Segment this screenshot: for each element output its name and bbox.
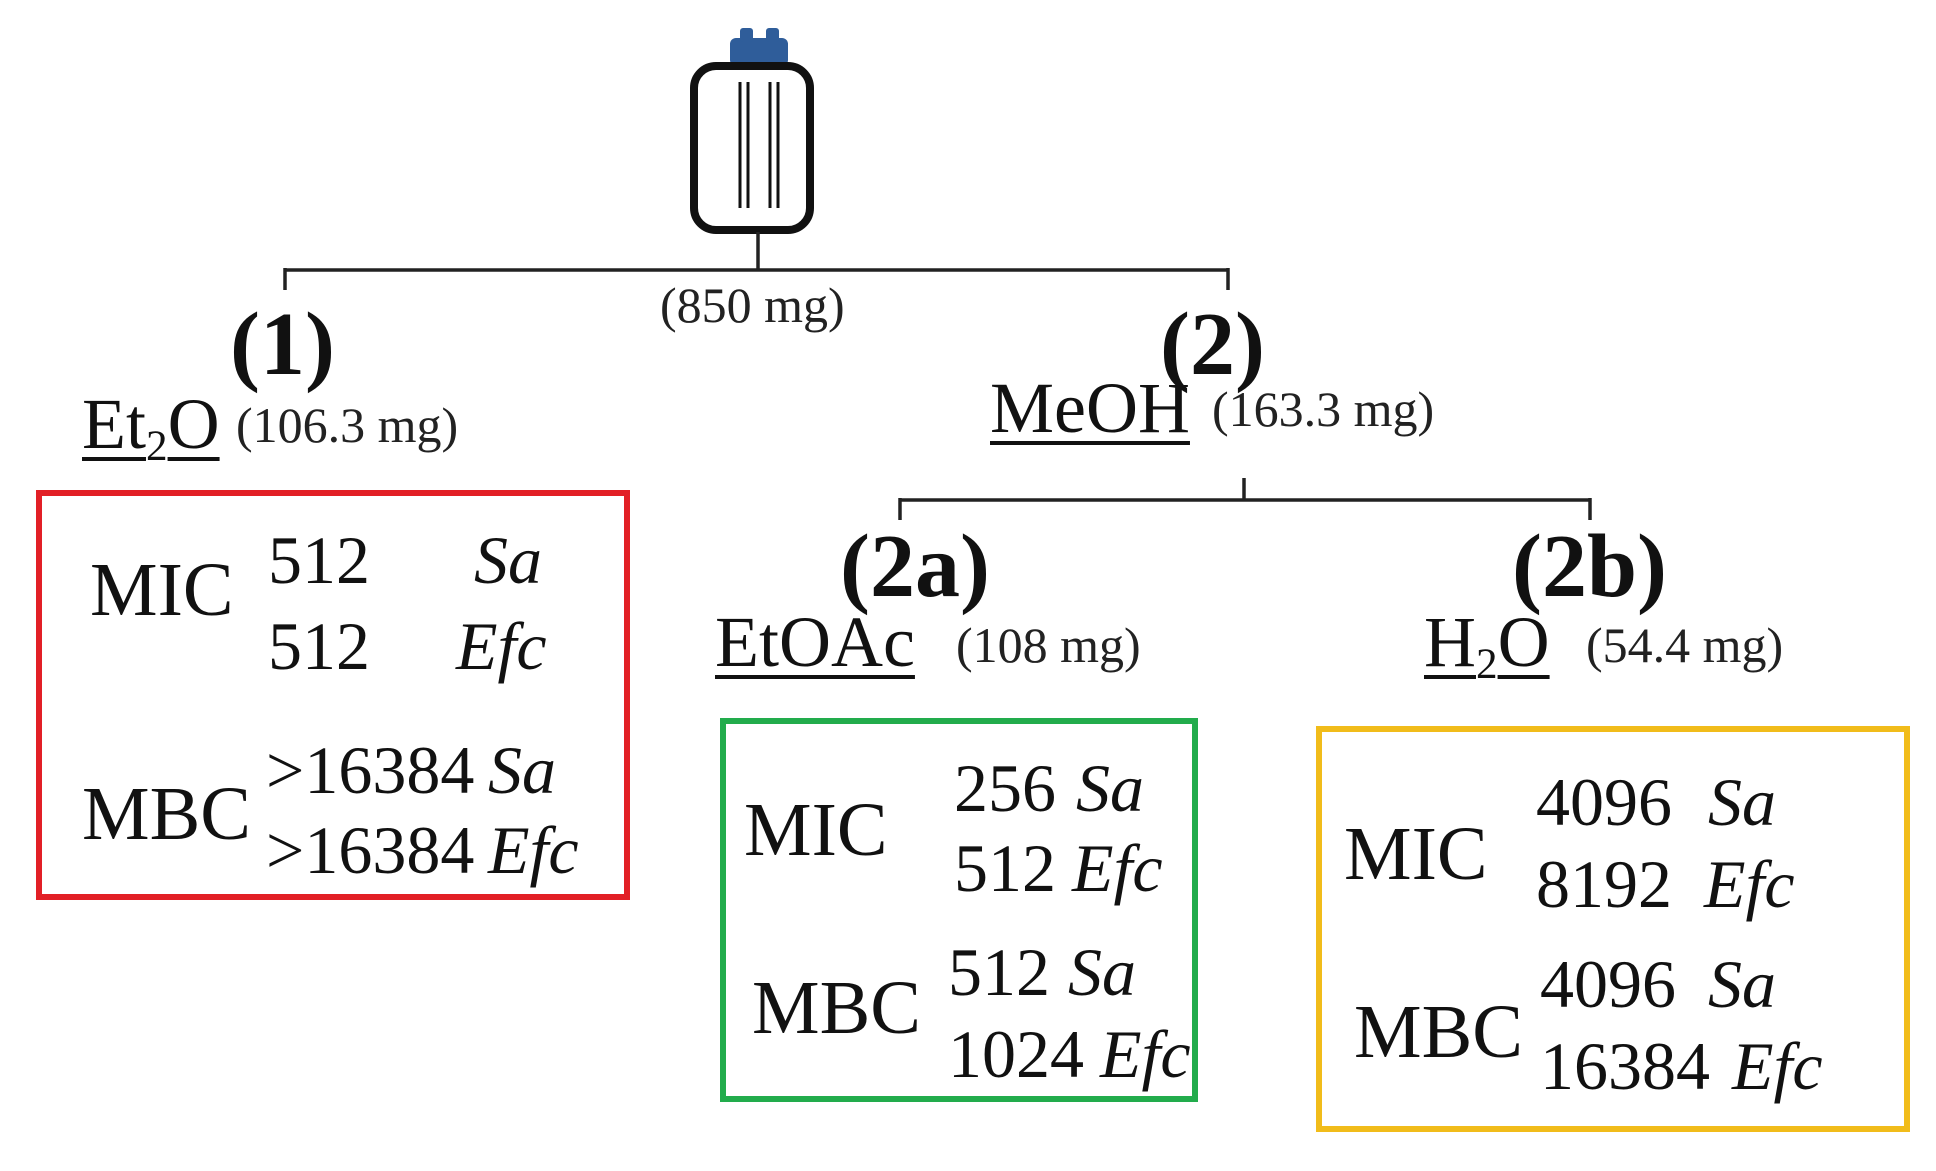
fraction-2a-solvent: EtOAc <box>715 602 915 682</box>
fraction-2a-result-box: MIC 256 Sa 512 Efc MBC 512 Sa 1024 Efc <box>720 718 1198 1102</box>
mbc-sa-organism: Sa <box>1708 946 1776 1022</box>
mic-label: MIC <box>90 548 234 632</box>
mic-efc-organism: Efc <box>1704 846 1795 922</box>
fraction-1-mass: (106.3 mg) <box>236 397 459 453</box>
fraction-2-mass: (163.3 mg) <box>1212 381 1435 437</box>
mic-sa-organism: Sa <box>1708 764 1776 840</box>
fraction-2b-mass: (54.4 mg) <box>1586 617 1784 673</box>
fraction-1-result-box: MIC 512 Sa 512 Efc MBC >16384 Sa >16384 … <box>36 490 630 900</box>
mbc-efc-organism: Efc <box>488 812 579 888</box>
mbc-efc-value: >16384 <box>266 812 475 888</box>
mbc-efc-organism: Efc <box>1100 1016 1191 1092</box>
mic-efc-organism: Efc <box>456 608 547 684</box>
fraction-1-number: (1) <box>230 295 335 394</box>
mbc-efc-organism: Efc <box>1732 1028 1823 1104</box>
mic-sa-value: 512 <box>268 522 370 598</box>
fraction-2b-solvent: H2O <box>1424 602 1550 689</box>
root-mass: (850 mg) <box>660 277 845 333</box>
mic-sa-organism: Sa <box>474 522 542 598</box>
bottle-icon <box>690 28 814 234</box>
mic-efc-organism: Efc <box>1072 830 1163 906</box>
fraction-2a-mass: (108 mg) <box>956 617 1141 673</box>
mbc-efc-value: 1024 <box>948 1016 1084 1092</box>
mic-efc-value: 8192 <box>1536 846 1672 922</box>
mic-sa-value: 256 <box>954 750 1056 826</box>
mbc-sa-organism: Sa <box>1068 934 1136 1010</box>
mic-label: MIC <box>744 788 888 872</box>
fraction-2b-number: (2b) <box>1512 517 1667 616</box>
mic-sa-organism: Sa <box>1076 750 1144 826</box>
mbc-label: MBC <box>1354 990 1523 1074</box>
fraction-1-solvent: Et2O <box>82 384 220 471</box>
mbc-sa-organism: Sa <box>488 732 556 808</box>
mbc-efc-value: 16384 <box>1540 1028 1710 1104</box>
mbc-sa-value: 512 <box>948 934 1050 1010</box>
fraction-2b-result-box: MIC 4096 Sa 8192 Efc MBC 4096 Sa 16384 E… <box>1316 726 1910 1132</box>
mic-efc-value: 512 <box>954 830 1056 906</box>
mic-efc-value: 512 <box>268 608 370 684</box>
fraction-2a-number: (2a) <box>840 517 990 616</box>
mic-label: MIC <box>1344 812 1488 896</box>
mic-sa-value: 4096 <box>1536 764 1672 840</box>
mbc-sa-value: >16384 <box>266 732 475 808</box>
mbc-label: MBC <box>82 772 251 856</box>
mbc-sa-value: 4096 <box>1540 946 1676 1022</box>
fraction-2-number: (2) <box>1160 295 1265 394</box>
mbc-label: MBC <box>752 966 921 1050</box>
fraction-2-solvent: MeOH <box>990 368 1190 448</box>
